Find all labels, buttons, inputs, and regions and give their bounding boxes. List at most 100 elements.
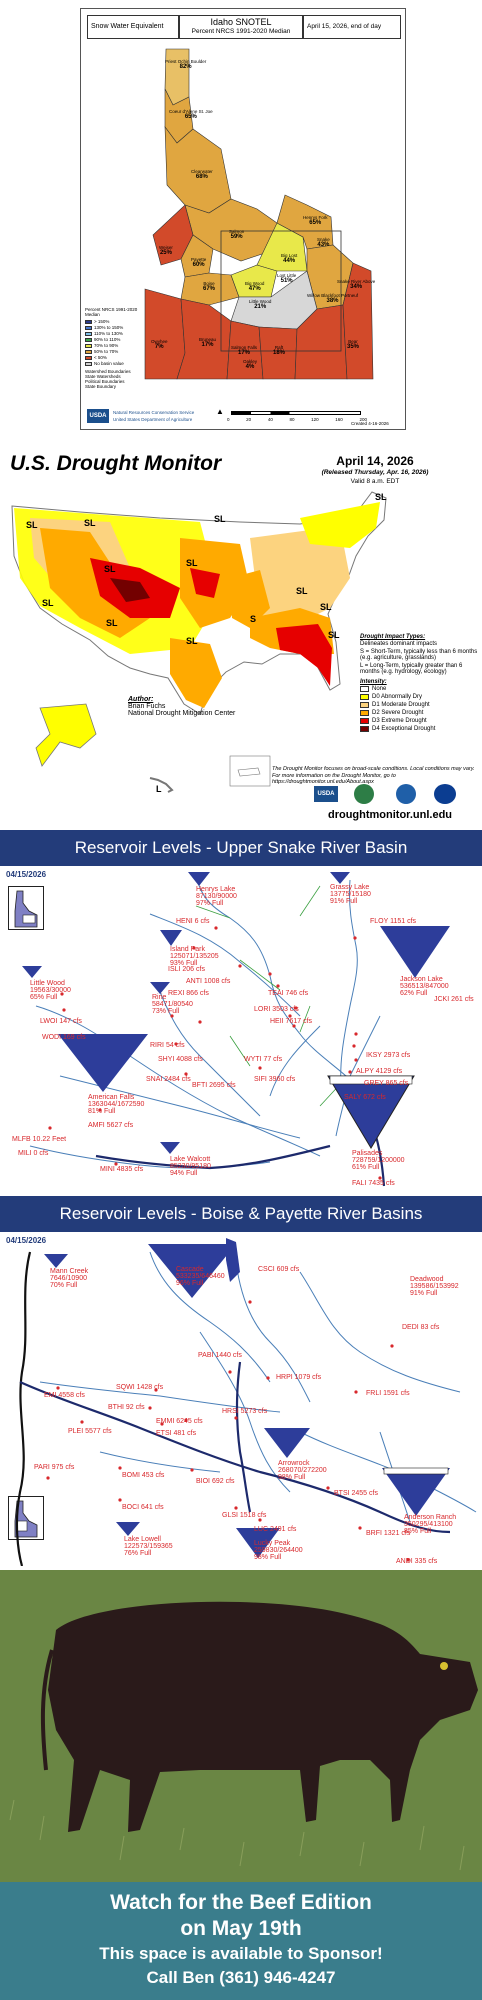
sponsor-line3: This space is available to Sponsor! [99,1944,383,1963]
drought-label-1: SL [84,518,96,528]
us-drought-map [11,491,387,793]
impact-line-1: S = Short-Term, typically less than 6 mo… [360,649,478,661]
cow-ear-tag [440,1662,448,1670]
drought-labels: SL SL SL SL SL SL SL SL SL S SL SL SL L [0,478,482,828]
drought-label-10: SL [320,602,332,612]
flow-isli: ISLI 206 cfs [168,966,205,973]
drought-label-13: L [156,784,162,794]
sponsor-footer: Watch for the Beef Edition on May 19th T… [0,1882,482,2000]
lake-walcott-icon [160,1142,180,1154]
idaho-locator-icon [8,886,44,930]
alaska-inset [35,703,97,767]
flow-emi: EMI 4558 cfs [44,1392,85,1399]
mlfb-note: MLFB 10.22 Feet [12,1136,67,1143]
flow-shyi: SHYI 4088 cfs [158,1056,203,1063]
sponsor-line1: Watch for the Beef Edition [110,1891,372,1914]
american-falls-icon [58,1034,148,1092]
intensity-label: D0 Abnormally Dry [372,694,423,700]
flow-brfi: BRFI 1321 cfs [366,1530,411,1537]
cow-tail [40,1649,54,1771]
noaa-logo [396,784,416,804]
flow-btsi: BTSI 2455 cfs [334,1490,378,1497]
d1-east [250,526,350,628]
snotel-legend-item-3: 90% to 110% [85,337,143,343]
legend-label: 90% to 110% [94,337,121,342]
sponsor-line4[interactable]: Call Ben (361) 946-4247 [146,1968,336,1987]
intensity-item-1: D0 Abnormally Dry [360,693,478,701]
flow-dedi: DEDI 83 cfs [402,1324,440,1331]
snotel-legend-title: Percent NRCS 1991-2020 Median [85,307,138,317]
intensity-item-4: D3 Extreme Drought [360,717,478,725]
snotel-legend-item-1: 130% to 150% [85,325,143,331]
drought-label-5: SL [186,558,198,568]
island-park-icon [160,930,182,946]
legend-swatch [85,356,92,360]
legend-swatch [85,338,92,342]
drought-url[interactable]: droughtmonitor.unl.edu [327,809,453,821]
flow-emmi: EMMI 6245 cfs [156,1418,203,1425]
legend-swatch [85,326,92,330]
north-arrow-icon: ▲ [216,407,224,416]
usda-logo-drought: USDA [314,786,338,802]
author-org: National Drought Mitigation Center [128,710,236,717]
boundary-3: State Boundary [85,384,117,389]
snotel-legend-item-2: 110% to 130% [85,331,143,337]
flow-saly: SALY 672 cfs [344,1094,386,1101]
snotel-header-left: Snow Water Equivalent [91,23,164,30]
flow-hrsi: HRSI 5273 cfs [222,1408,268,1415]
snotel-created: Created 4-16-2026 [351,421,389,426]
boise-rivers [15,1238,477,1566]
drought-label-11: SL [186,636,198,646]
cascade-icon [148,1244,236,1298]
legend-swatch [85,344,92,348]
snotel-legend-item-6: < 50% [85,355,143,361]
impact-line-0: Delineates dominant impacts [360,641,438,647]
author-label: Author: [128,696,154,703]
flow-heii: HEII 7617 cfs [270,1018,313,1025]
boundary-1: State Watersheds [85,374,121,379]
basin-lost [256,222,308,272]
arrowrock-icon [264,1428,310,1458]
snotel-map-panel: Snow Water Equivalent Idaho SNOTEL Perce… [80,8,406,430]
drought-label-6: SL [296,586,308,596]
flow-fali: FALI 7435 cfs [352,1180,395,1187]
d1-midwest [230,570,270,628]
flow-pari: PARI 975 cfs [34,1464,75,1471]
intensity-label: D4 Exceptional Drought [372,726,436,732]
flow-jcki: JCKI 261 cfs [434,996,474,1003]
boise-date: 04/15/2026 [6,1236,47,1245]
agency-sub: Natural Resources Conservation Service [113,410,195,415]
d4-southwest [110,578,150,602]
nasa-logo [434,784,456,804]
snotel-legend: Percent NRCS 1991-2020 Median > 150%130%… [85,307,143,389]
hawaii-inset [149,777,174,793]
idaho-locator-icon-2 [8,1496,44,1540]
intensity-label: None [372,686,387,692]
flow-pabi: PABI 1440 cfs [198,1352,242,1359]
flow-bfti: BFTI 2695 cfs [192,1082,236,1089]
drought-monitor-panel: U.S. Drought Monitor April 14, 2026 (Rel… [0,448,482,828]
intensity-swatch [360,686,369,692]
cow-photo [0,1570,482,1882]
legend-label: > 150% [94,319,110,324]
